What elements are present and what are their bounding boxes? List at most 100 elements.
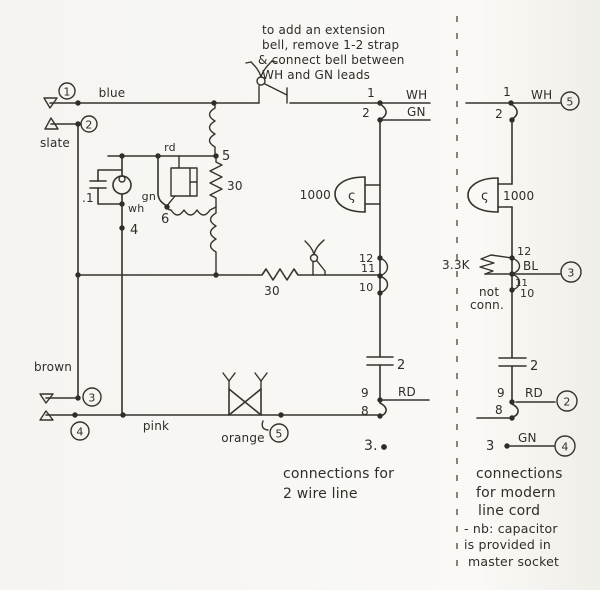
junction-dot [211,100,217,106]
left-caption-2: 2 wire line [283,486,358,502]
lead-label-rd: RD [398,385,416,399]
right-note-1: - nb: capacitor [464,521,558,536]
node-11-label: 11 [515,278,528,289]
node-8-dot [377,413,383,419]
right-caption-3: line cord [478,503,540,519]
node-12-label: 12 [359,252,373,265]
terminal-3-label: 3 [567,267,574,280]
node-8-label: 8 [361,404,369,418]
wire-label-orange: orange [221,431,264,445]
junction-dot [120,412,126,418]
terminal-2-circle [556,390,578,412]
terminal-2-label: 2 [85,119,92,132]
resistor-3p3k-value: 3.3K [442,258,471,272]
right-circuit: 1 WH 5 2 ς 1000 12 11 10 3.3K [442,85,582,569]
terminal-3-label: 3 [88,392,95,405]
cap-value-label: .1 [82,191,94,205]
terminal-2-circle [80,115,98,133]
induction-coil-2-icon [209,206,217,276]
terminal-4r-label: 4 [561,441,568,454]
node-3-label: 3 [486,439,494,454]
terminal-5-label: 5 [566,96,573,109]
lead-label-bl: BL [523,259,538,273]
node-10-label: 10 [520,287,534,300]
resistor-30-top-icon [209,155,223,208]
terminal-5-label: 5 [275,428,282,441]
node-5-label: 5 [222,149,230,164]
bell-icon [222,372,268,416]
right-caption-1: connections [476,466,563,482]
lead-label-wh: WH [406,88,427,102]
left-caption-1: connections for [283,466,394,482]
regulator-branch: gn 6 [142,155,198,227]
node-11-label: 11 [361,262,375,275]
note-line-4: WH and GN leads [262,68,370,82]
node-2-label: 2 [362,106,370,120]
strap-1-2 [379,103,387,120]
node-2-label: 2 [495,107,503,121]
transmitter-icon [112,175,132,195]
hook-switch-icon [245,60,288,104]
lead-label-rd: RD [525,386,543,400]
terminal-4-circle [554,435,576,457]
wire-label-slate: slate [40,136,70,150]
not-conn-label-2: conn. [470,298,504,312]
terminal-4-circle [70,421,90,441]
lead-label-wh: WH [531,88,552,102]
lead-label-gn: GN [407,105,426,119]
node-9-dot [509,399,515,405]
terminal-1-circle [58,82,76,100]
terminal-3-circle [82,387,102,407]
receiver-icon: ς 1000 [467,177,534,213]
terminal-3-circle [560,261,582,283]
coil-tap-terminals: 12 11 10 [509,245,534,300]
receiver-glyph: ς [348,189,356,204]
note-line-1: to add an extension [262,23,385,37]
capacitor-icon [89,180,107,189]
right-note-2: is provided in [464,537,551,552]
capacitor-2-value: 2 [530,359,538,374]
hook-switch-2-icon [304,239,326,276]
small-label-wh: wh [128,202,144,215]
not-conn-label-1: not [479,285,499,299]
induction-coil-1-icon [208,103,216,157]
node-3-dot [504,443,510,449]
middle-wire [77,268,381,281]
junction-dot [278,412,284,418]
resistor-30-top-value: 30 [227,179,243,193]
node-4-label: 4 [130,223,138,238]
junction-dot [75,121,81,127]
node-6-label: 6 [161,212,169,227]
wire-label-blue: blue [99,86,126,100]
coil-tap-terminals: 12 11 10 [359,252,389,296]
induction-coil-3-icon [166,206,217,216]
note-line-2: bell, remove 1-2 strap [262,38,399,52]
receiver-value: 1000 [300,188,331,202]
receiver-value: 1000 [503,189,534,203]
node-10-label: 10 [359,281,373,294]
strap-9-8 [511,403,519,418]
note-line-3: & connect bell between [258,53,405,67]
right-note-3: master socket [468,554,559,569]
left-circuit: 1 2 3 4 blue slate brown pink orange [34,60,431,502]
lead-label-gn: GN [518,431,537,445]
terminal-5-pointer [261,420,269,431]
terminal-5-circle [560,91,580,111]
resistor-30-mid-value: 30 [264,284,280,298]
wire-slate-vertical [50,123,81,399]
node-1-label: 1 [367,86,375,100]
terminal-1-label: 1 [63,86,70,99]
receiver-glyph: ς [481,189,489,204]
capacitor-mic-branch: .1 wh [82,155,144,215]
node-8-label: 8 [495,403,503,417]
node-3-dot [381,444,387,450]
strap-1-2 [510,103,518,120]
junction-dot [72,412,78,418]
small-label-rd: rd [164,141,176,154]
node-3-label: 3. [364,438,378,454]
capacitor-2-icon: 2 [366,356,405,373]
resistor-3p3k-icon [479,254,513,275]
right-caption-2: for modern [476,485,556,501]
node-12-label: 12 [517,245,531,258]
